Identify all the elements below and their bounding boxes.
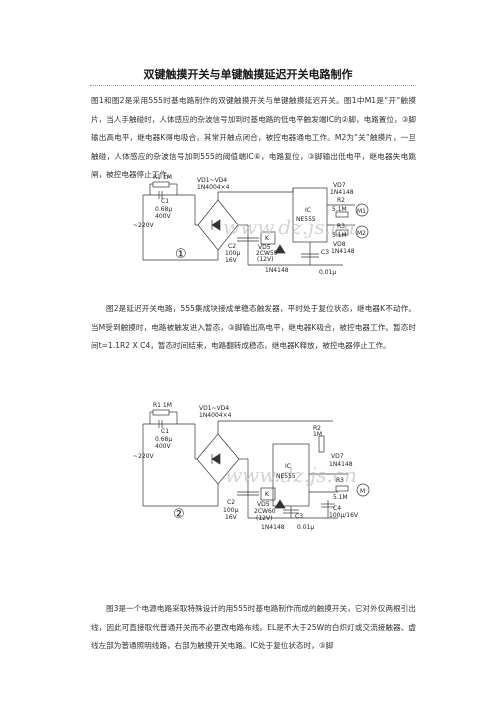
label-c2: C2 — [227, 499, 235, 506]
label-c3: C3 — [321, 249, 329, 256]
label-c3-val: 0.01μ — [319, 269, 336, 276]
label-vd5-volt: (12V) — [256, 515, 272, 522]
label-c1: C1 — [161, 198, 169, 205]
figure-2-number: ② — [173, 507, 185, 522]
label-c4: C4 — [333, 505, 341, 512]
label-r1: R1 1M — [153, 174, 172, 181]
label-r3-val: 5.1M — [332, 232, 347, 239]
figure-2-watermark: www.dz.js.cn — [225, 463, 357, 487]
label-c1-val: 0.68μ — [155, 206, 172, 213]
label-c4-val: 100μ/16V — [329, 512, 359, 519]
label-vac: ~220V — [133, 222, 154, 229]
label-c1-val: 0.68μ — [155, 436, 172, 443]
document-title: 双键触摸开关与单键触摸延迟开关电路制作 — [143, 68, 353, 81]
label-vd5: VD5 — [257, 501, 270, 508]
label-r2-val: 5.1M — [332, 206, 347, 213]
paragraph-2: 图2是延迟开关电路，555集成块接成单稳态触发器，平时处于复位状态，继电器K不动… — [91, 304, 416, 351]
label-vd7-type: 1N4148 — [329, 461, 353, 468]
label-ic: IC — [285, 463, 291, 470]
label-vd8-type: 1N4148 — [331, 248, 355, 255]
paragraph-3: 图3是一个电源电路采取特殊设计的用555时基电路制作而成的触摸开关，它对外仅两根… — [91, 604, 416, 651]
label-bridge: VD1~VD4 — [199, 405, 229, 412]
label-c2: C2 — [228, 243, 236, 250]
label-r2: R2 — [313, 425, 321, 432]
label-r3: R3 — [336, 477, 344, 484]
label-vd8: VD8 — [333, 241, 346, 248]
label-k: K — [265, 491, 270, 498]
label-r3: R3 — [337, 223, 345, 230]
label-bridge-type: 1N4004×4 — [197, 184, 230, 191]
label-c2-volt: 16V — [225, 514, 238, 521]
label-m2: M2 — [357, 230, 366, 237]
label-k: K — [265, 235, 270, 242]
label-vd6: 1N4148 — [265, 267, 289, 274]
label-vd5-volt: (12V) — [257, 256, 273, 263]
label-m: M — [360, 488, 365, 495]
label-c3: C3 — [295, 513, 303, 520]
label-vd7: VD7 — [331, 453, 344, 460]
label-c3-val: 0.01μ — [297, 524, 314, 531]
figure-1-watermark: www.dz.js.cn — [223, 215, 355, 239]
label-r1: R1 1M — [153, 402, 172, 409]
paragraph-1: 图1和图2是采用555时基电路制作的双键触摸开关与单键触摸延迟开关。图1中M1是… — [91, 96, 416, 180]
label-vd7: VD7 — [333, 182, 346, 189]
label-vac: ~220V — [133, 453, 154, 460]
label-r2-val: 1M — [313, 431, 322, 438]
label-vd6: 1N4148 — [261, 524, 285, 531]
label-ic: IC — [305, 207, 311, 214]
label-bridge: VD1~VD4 — [197, 177, 227, 184]
label-m1: M1 — [357, 208, 366, 215]
label-ic-type: NE555 — [276, 473, 296, 480]
label-vd5-type: 2CW59 — [256, 250, 278, 257]
label-c2-val: 100μ — [223, 507, 238, 514]
label-vd7-type: 1N4148 — [330, 189, 354, 196]
label-c1-volt: 400V — [155, 213, 171, 220]
figure-1-number: ① — [175, 247, 187, 262]
label-r2: R2 — [337, 197, 345, 204]
label-vd5-type: 2CW60 — [254, 508, 276, 515]
label-c2-volt: 16V — [225, 257, 238, 264]
label-ic-type: NE555 — [296, 216, 316, 223]
label-c2-val: 100μ — [225, 250, 240, 257]
label-c1: C1 — [161, 428, 169, 435]
label-bridge-type: 1N4004×4 — [199, 412, 232, 419]
title-divider — [90, 85, 416, 86]
figure-1-schematic: www.dz.js.cn R1 1M C1 0.68μ 400V ~220V V… — [133, 174, 369, 276]
label-vd5: VD5 — [258, 244, 271, 251]
figure-2-schematic: www.dz.js.cn R1 1M C1 0.68μ 400V ~220V V… — [133, 402, 370, 531]
label-r3-val: 5.1M — [333, 494, 348, 501]
label-c1-volt: 400V — [155, 443, 171, 450]
